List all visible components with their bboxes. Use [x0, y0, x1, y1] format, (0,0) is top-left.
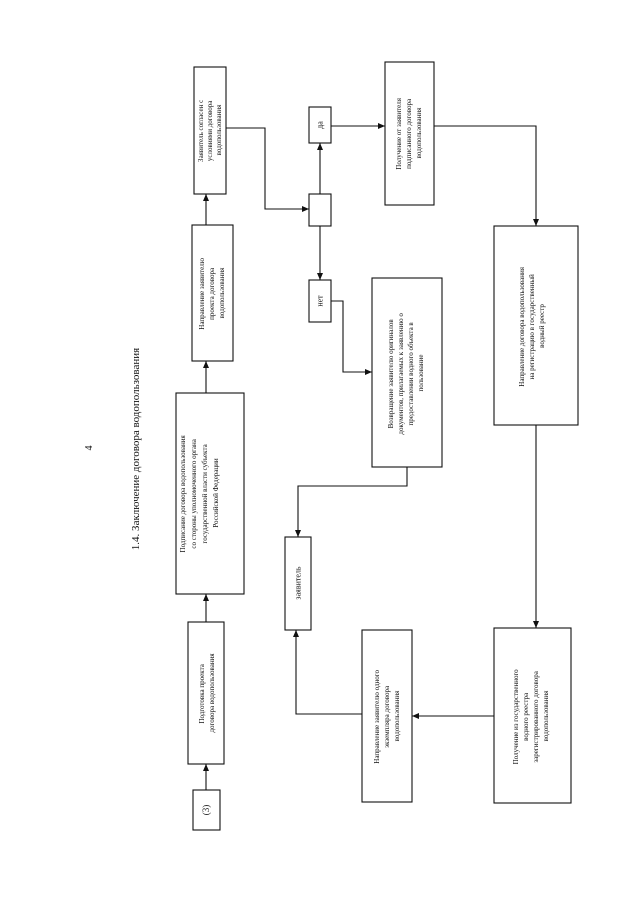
node-decision-box [308, 193, 332, 227]
node-receive-registered-box [493, 627, 572, 804]
section-title: 1.4. Заключение договора водопользования [130, 348, 142, 550]
node-no-label: нет [316, 295, 325, 307]
node-prepare-label: Подготовка проекта договора водопользова… [198, 653, 216, 733]
node-no-box [308, 279, 332, 323]
node-sign-label: Подписание договора водопользования со с… [179, 434, 220, 553]
arrow-return-docs-to-applicant [295, 467, 408, 537]
node-no: нет [308, 279, 332, 323]
node-send-draft: Направление заявителю проекта договора в… [191, 224, 234, 362]
node-send-copy-box [361, 629, 413, 803]
node-send-draft-box [191, 224, 234, 362]
node-agree: Заявитель согласен с условиями договора … [193, 66, 227, 195]
node-agree-box [193, 66, 227, 195]
node-applicant: заявитель [284, 536, 312, 631]
node-sign: Подписание договора водопользования со с… [175, 392, 245, 595]
node-send-copy: Направление заявителю одного экземпляра … [361, 629, 413, 803]
page-number: 4 [84, 446, 95, 451]
node-receive-registered: Получение из государственного водного ре… [493, 627, 572, 804]
node-register-label: Направление договора водопользования на … [518, 265, 546, 386]
node-applicant-label: заявитель [294, 566, 303, 599]
arrow-receive-signed-to-register [434, 125, 539, 226]
node-register-box [493, 225, 579, 426]
arrow-no-to-return-docs [331, 300, 372, 375]
arrow-send-copy-to-applicant [293, 630, 362, 715]
arrow-agree-to-decision [226, 127, 309, 212]
node-return-docs-label: Возвращение заявителю оригиналов докумен… [387, 311, 425, 434]
node-start-box [192, 789, 221, 831]
node-agree-label: Заявитель согласен с условиями договора … [197, 98, 223, 162]
node-sign-box [175, 392, 245, 595]
node-return-docs: Возвращение заявителю оригиналов докумен… [371, 277, 443, 468]
node-decision [308, 193, 332, 227]
node-return-docs-box [371, 277, 443, 468]
node-prepare-box [187, 621, 225, 765]
node-receive-signed-box [384, 61, 435, 206]
connectors [203, 123, 539, 790]
node-yes-box [308, 106, 332, 144]
node-yes: да [308, 106, 332, 144]
node-yes-label: да [316, 121, 325, 129]
node-send-draft-label: Направление заявителю проекта договора в… [198, 256, 226, 329]
node-prepare: Подготовка проекта договора водопользова… [187, 621, 225, 765]
node-send-copy-label: Направление заявителю одного экземпляра … [373, 668, 401, 763]
node-receive-registered-label: Получение из государственного водного ре… [512, 668, 550, 765]
node-start: (3) [192, 789, 221, 831]
node-receive-signed-label: Получение от заявителя подписанного дого… [395, 96, 423, 169]
node-applicant-box [284, 536, 312, 631]
node-receive-signed: Получение от заявителя подписанного дого… [384, 61, 435, 206]
node-start-label: (3) [201, 805, 211, 816]
node-register: Направление договора водопользования на … [493, 225, 579, 426]
